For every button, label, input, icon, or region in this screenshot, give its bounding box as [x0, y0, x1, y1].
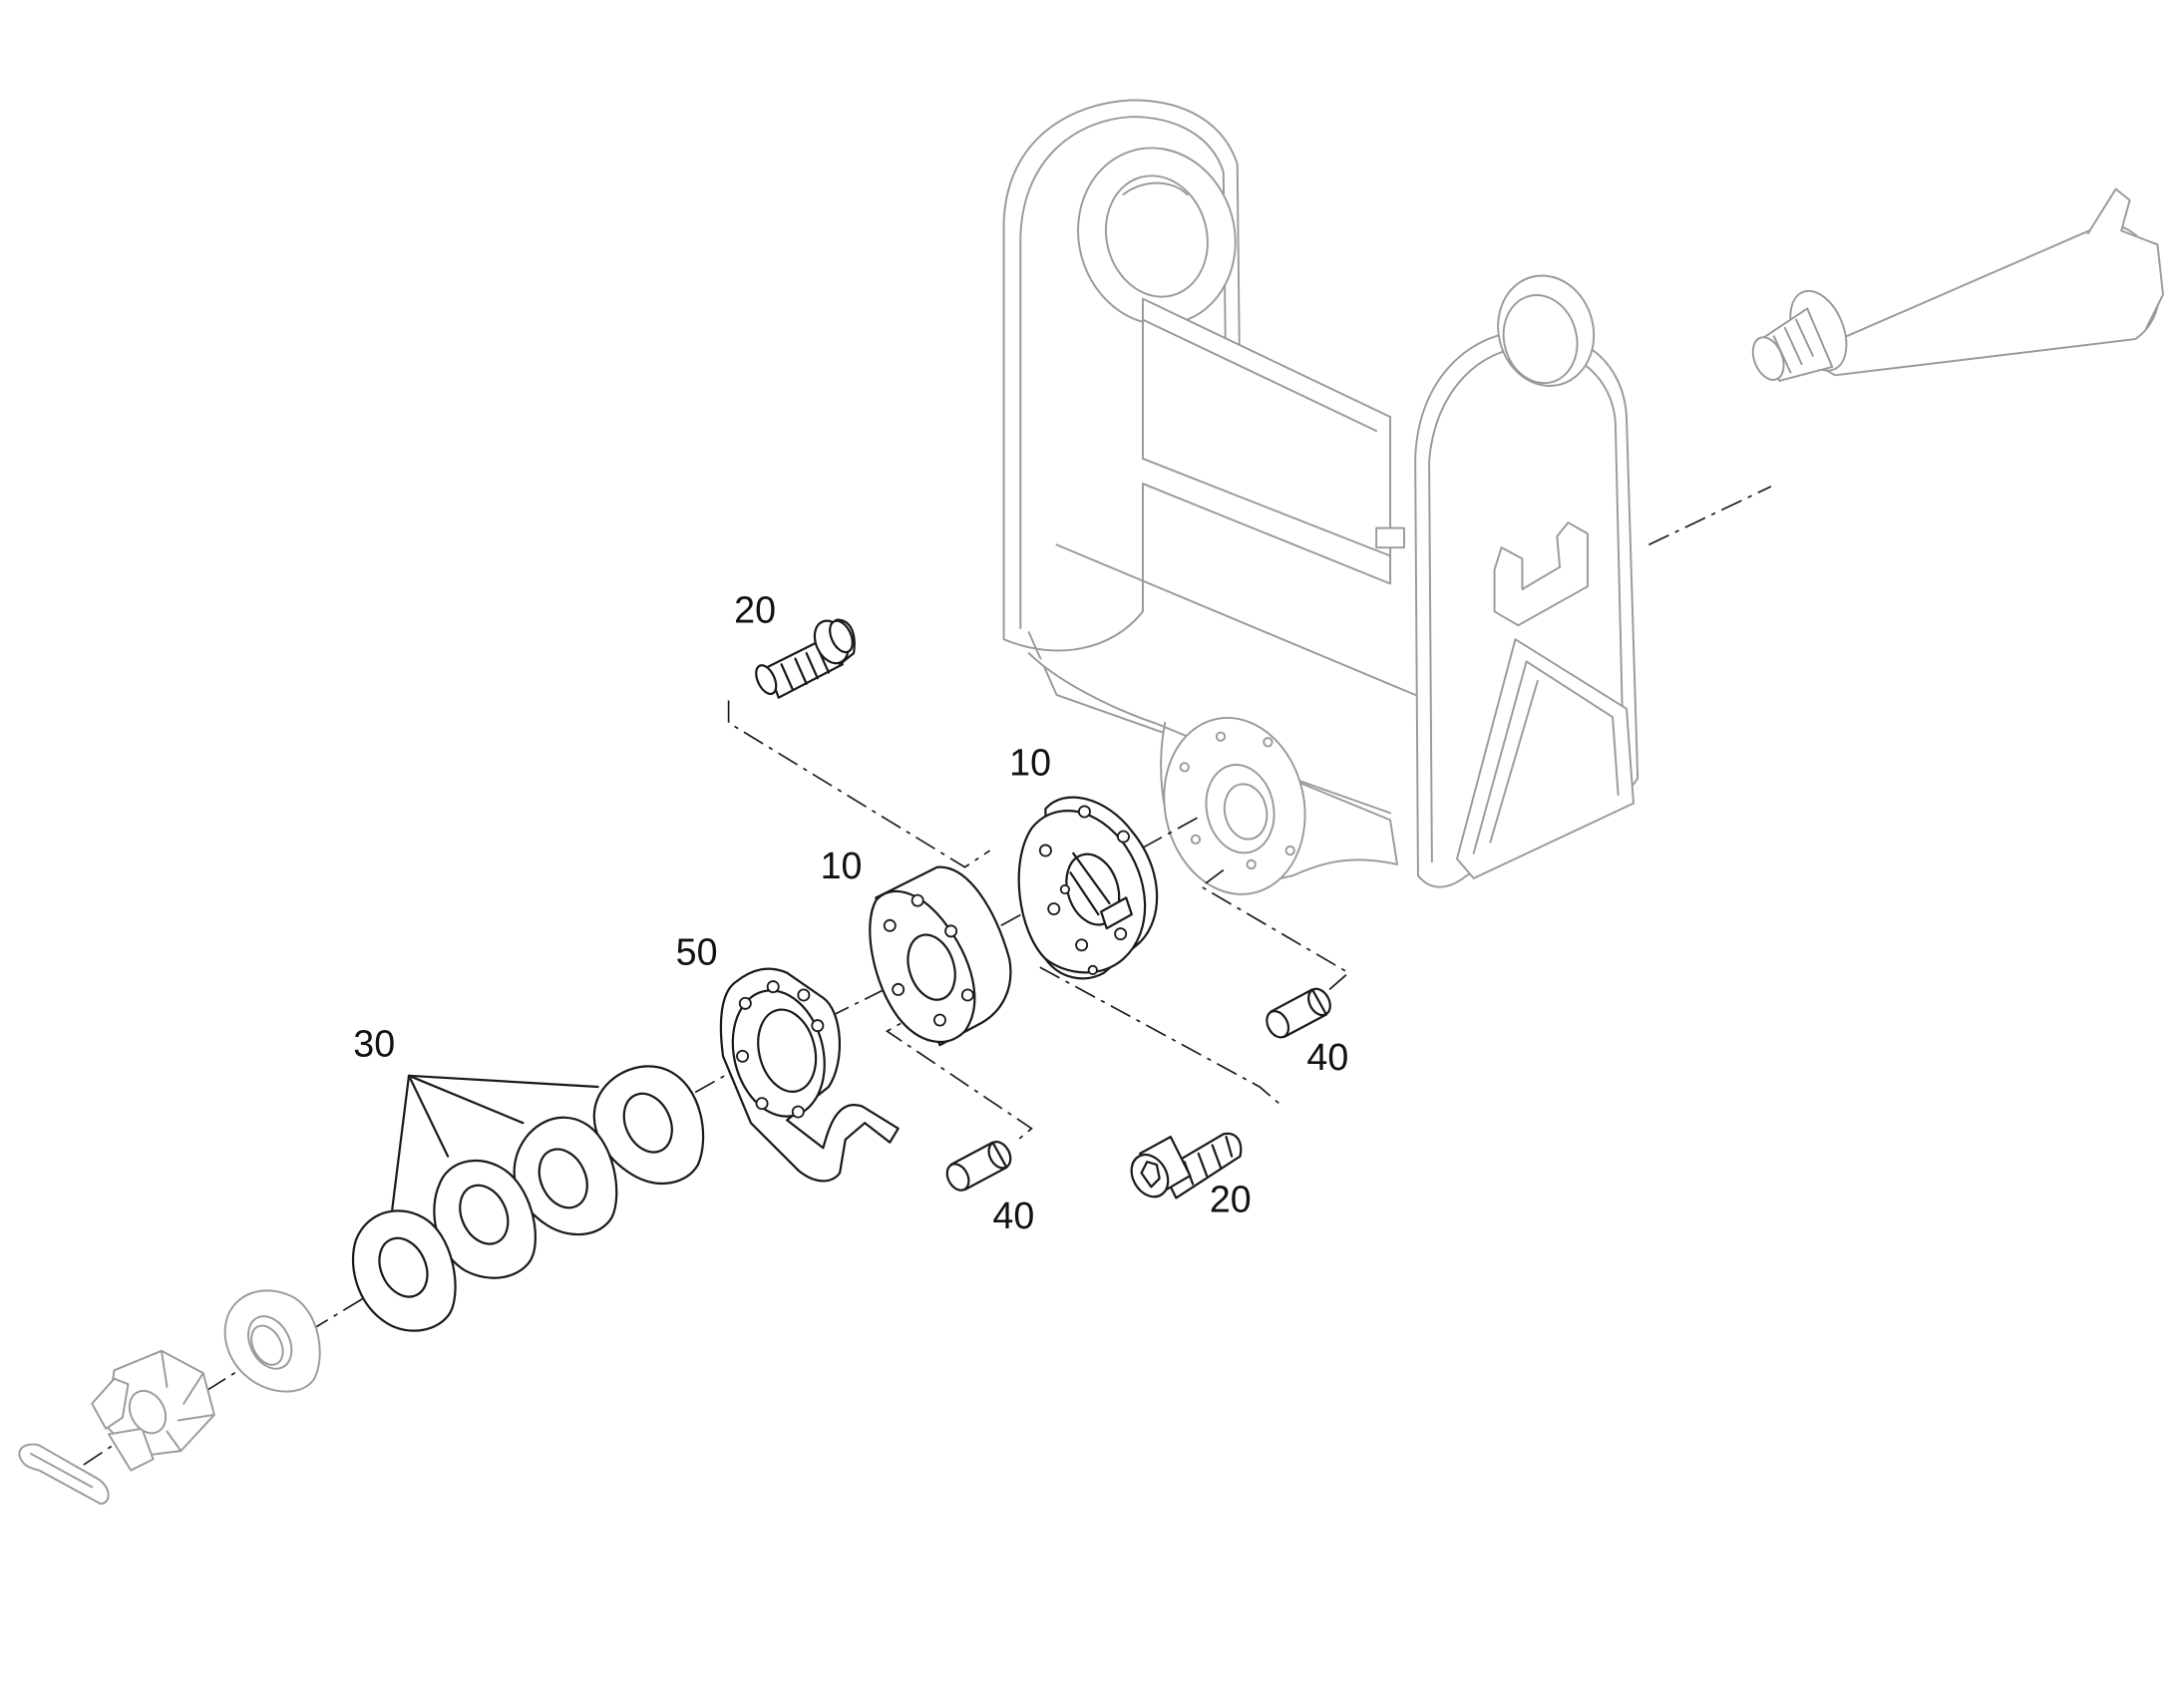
cotter-pin — [18, 1443, 110, 1506]
pivot-pin — [1751, 187, 2165, 382]
socket-head-bolt-upper — [755, 618, 856, 699]
callout-pin-left: 40 — [992, 1195, 1034, 1236]
callout-stop-plate: 50 — [676, 930, 718, 972]
spacer-ring — [223, 1289, 321, 1393]
bracket-housing — [1002, 99, 1639, 895]
callout-pin-right: 40 — [1306, 1036, 1348, 1078]
stop-plate — [719, 967, 900, 1183]
dowel-pin-right — [1266, 987, 1331, 1039]
callout-bolt-upper: 20 — [734, 588, 776, 630]
dowel-pin-left — [945, 1141, 1012, 1192]
bearing-block-rear — [1017, 796, 1159, 980]
callout-washers: 30 — [353, 1022, 395, 1064]
callout-bolt-lower: 20 — [1210, 1178, 1252, 1219]
callout-bearing-front: 10 — [821, 845, 863, 886]
socket-head-bolt-lower — [1130, 1132, 1243, 1199]
castle-nut — [91, 1349, 215, 1472]
callout-bearing-rear: 10 — [1009, 742, 1051, 784]
washer-stack — [351, 1065, 705, 1332]
bearing-block-front — [869, 865, 1012, 1047]
